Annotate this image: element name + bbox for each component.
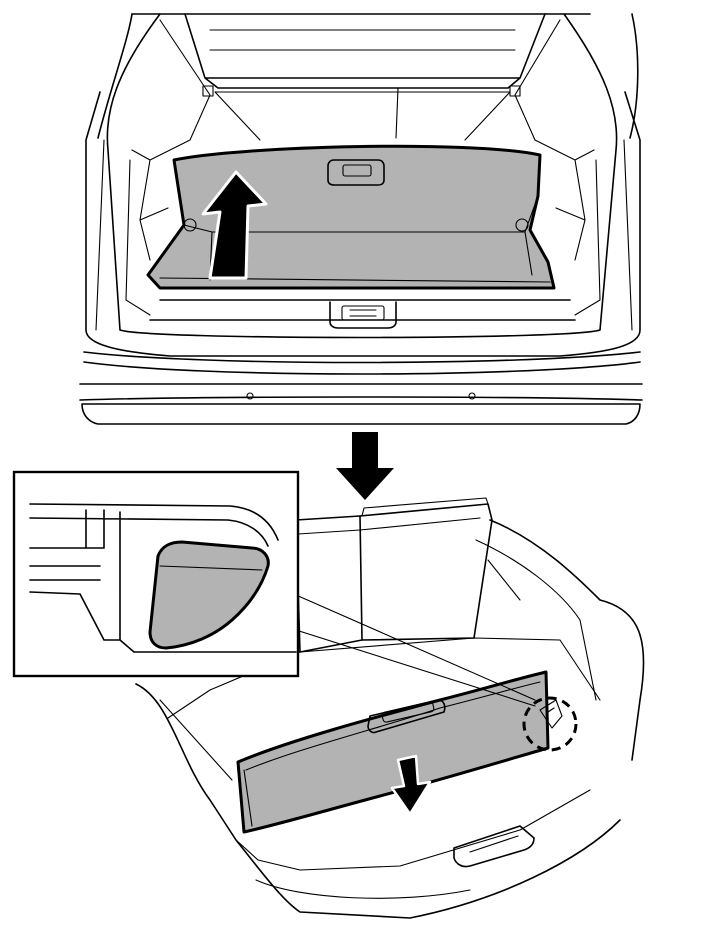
- floor-handle: [329, 301, 397, 329]
- cover-handle: [327, 159, 385, 186]
- latch-bracket: [539, 699, 563, 729]
- cargo-floor-bottom: [135, 683, 621, 919]
- inset-stowage-panel: [148, 540, 270, 650]
- bumper-bolt-left: [246, 392, 254, 400]
- rear-body-outline: [85, 13, 641, 357]
- rear-bumper: [79, 351, 643, 425]
- left-interior-wall: [125, 19, 211, 316]
- up-arrow-icon: [201, 170, 268, 280]
- rear-window-frame: [184, 13, 546, 89]
- tonneau-cover-raised: [146, 144, 556, 290]
- right-side-trim: [489, 519, 645, 761]
- seatback-left: [295, 515, 363, 653]
- callout-leader: [295, 594, 536, 707]
- hook-left: [202, 85, 214, 97]
- stowed-cover-handle: [367, 699, 446, 734]
- hook-right: [509, 85, 521, 97]
- rear-seat-backs: [214, 87, 511, 141]
- liftgate-opening: [106, 13, 618, 339]
- top-view: [79, 13, 643, 425]
- detail-inset: [12, 470, 536, 707]
- inset-trim-lines: [29, 503, 297, 653]
- floor-handle-stowed: [453, 825, 535, 868]
- tonneau-cover-stowed: [236, 670, 550, 834]
- step-transition-arrow-icon: [336, 432, 394, 500]
- bottom-view: [135, 497, 645, 919]
- detail-callout-circle: [522, 696, 578, 752]
- down-arrow-icon: [390, 754, 432, 816]
- right-interior-wall: [514, 19, 601, 316]
- seatback-right: [359, 503, 493, 641]
- bumper-bolt-right: [468, 392, 476, 400]
